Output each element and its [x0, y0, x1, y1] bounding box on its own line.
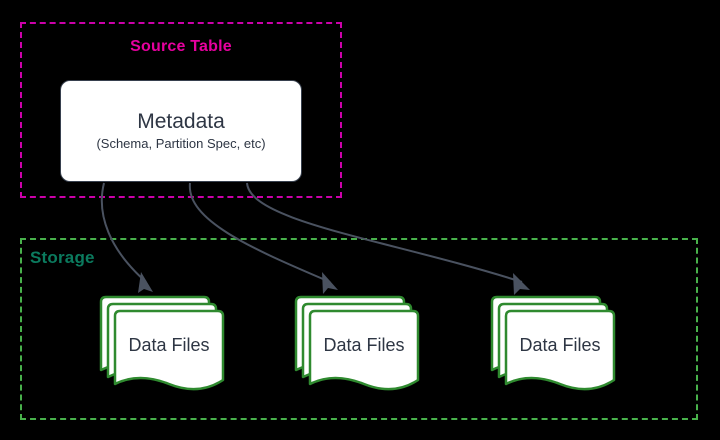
- metadata-node[interactable]: Metadata (Schema, Partition Spec, etc): [60, 80, 302, 182]
- data-files-icon-sheet-front: [305, 309, 423, 396]
- storage-group-label: Storage: [30, 248, 95, 267]
- metadata-title: Metadata: [137, 109, 225, 133]
- metadata-subtitle: (Schema, Partition Spec, etc): [96, 136, 266, 152]
- data-files-node-3[interactable]: Data Files: [487, 295, 627, 396]
- source-table-group-label: Source Table: [130, 38, 232, 55]
- data-files-icon-sheet-front: [501, 309, 619, 396]
- source-table-group: Source Table: [20, 22, 342, 198]
- data-files-node-1[interactable]: Data Files: [96, 295, 236, 396]
- data-files-icon-sheet-front: [110, 309, 228, 396]
- data-files-node-2[interactable]: Data Files: [291, 295, 431, 396]
